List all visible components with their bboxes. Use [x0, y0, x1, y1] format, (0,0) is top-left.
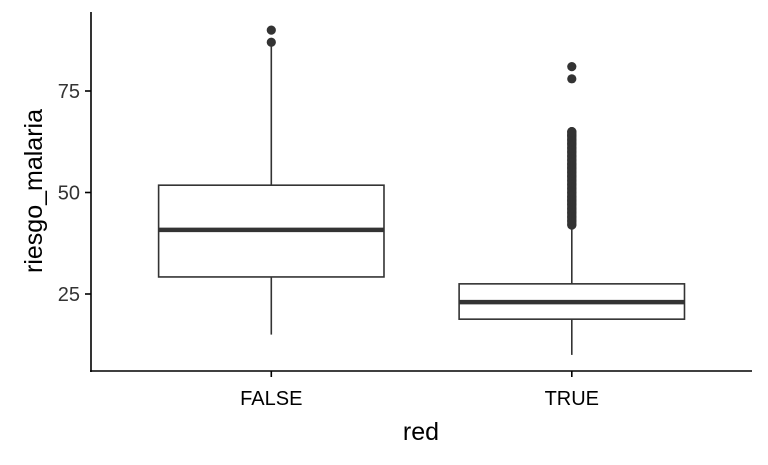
boxes-layer — [157, 25, 686, 355]
y-ticks: 25 50 75 — [58, 81, 91, 306]
outlier-point — [567, 127, 577, 137]
x-tick-label: FALSE — [240, 388, 302, 410]
outlier-point — [266, 37, 276, 47]
x-axis-label: red — [403, 418, 439, 446]
y-tick-label: 50 — [58, 183, 80, 205]
outlier-point — [266, 25, 276, 35]
box-false — [157, 25, 385, 335]
x-ticks: FALSE TRUE — [240, 371, 599, 410]
y-tick-label: 25 — [58, 284, 80, 306]
outlier-point — [567, 62, 577, 72]
outlier-point — [567, 74, 577, 84]
y-axis-label: riesgo_malaria — [20, 109, 48, 273]
box-true — [458, 62, 686, 355]
x-tick-label: TRUE — [545, 388, 599, 410]
y-tick-label: 75 — [58, 81, 80, 103]
